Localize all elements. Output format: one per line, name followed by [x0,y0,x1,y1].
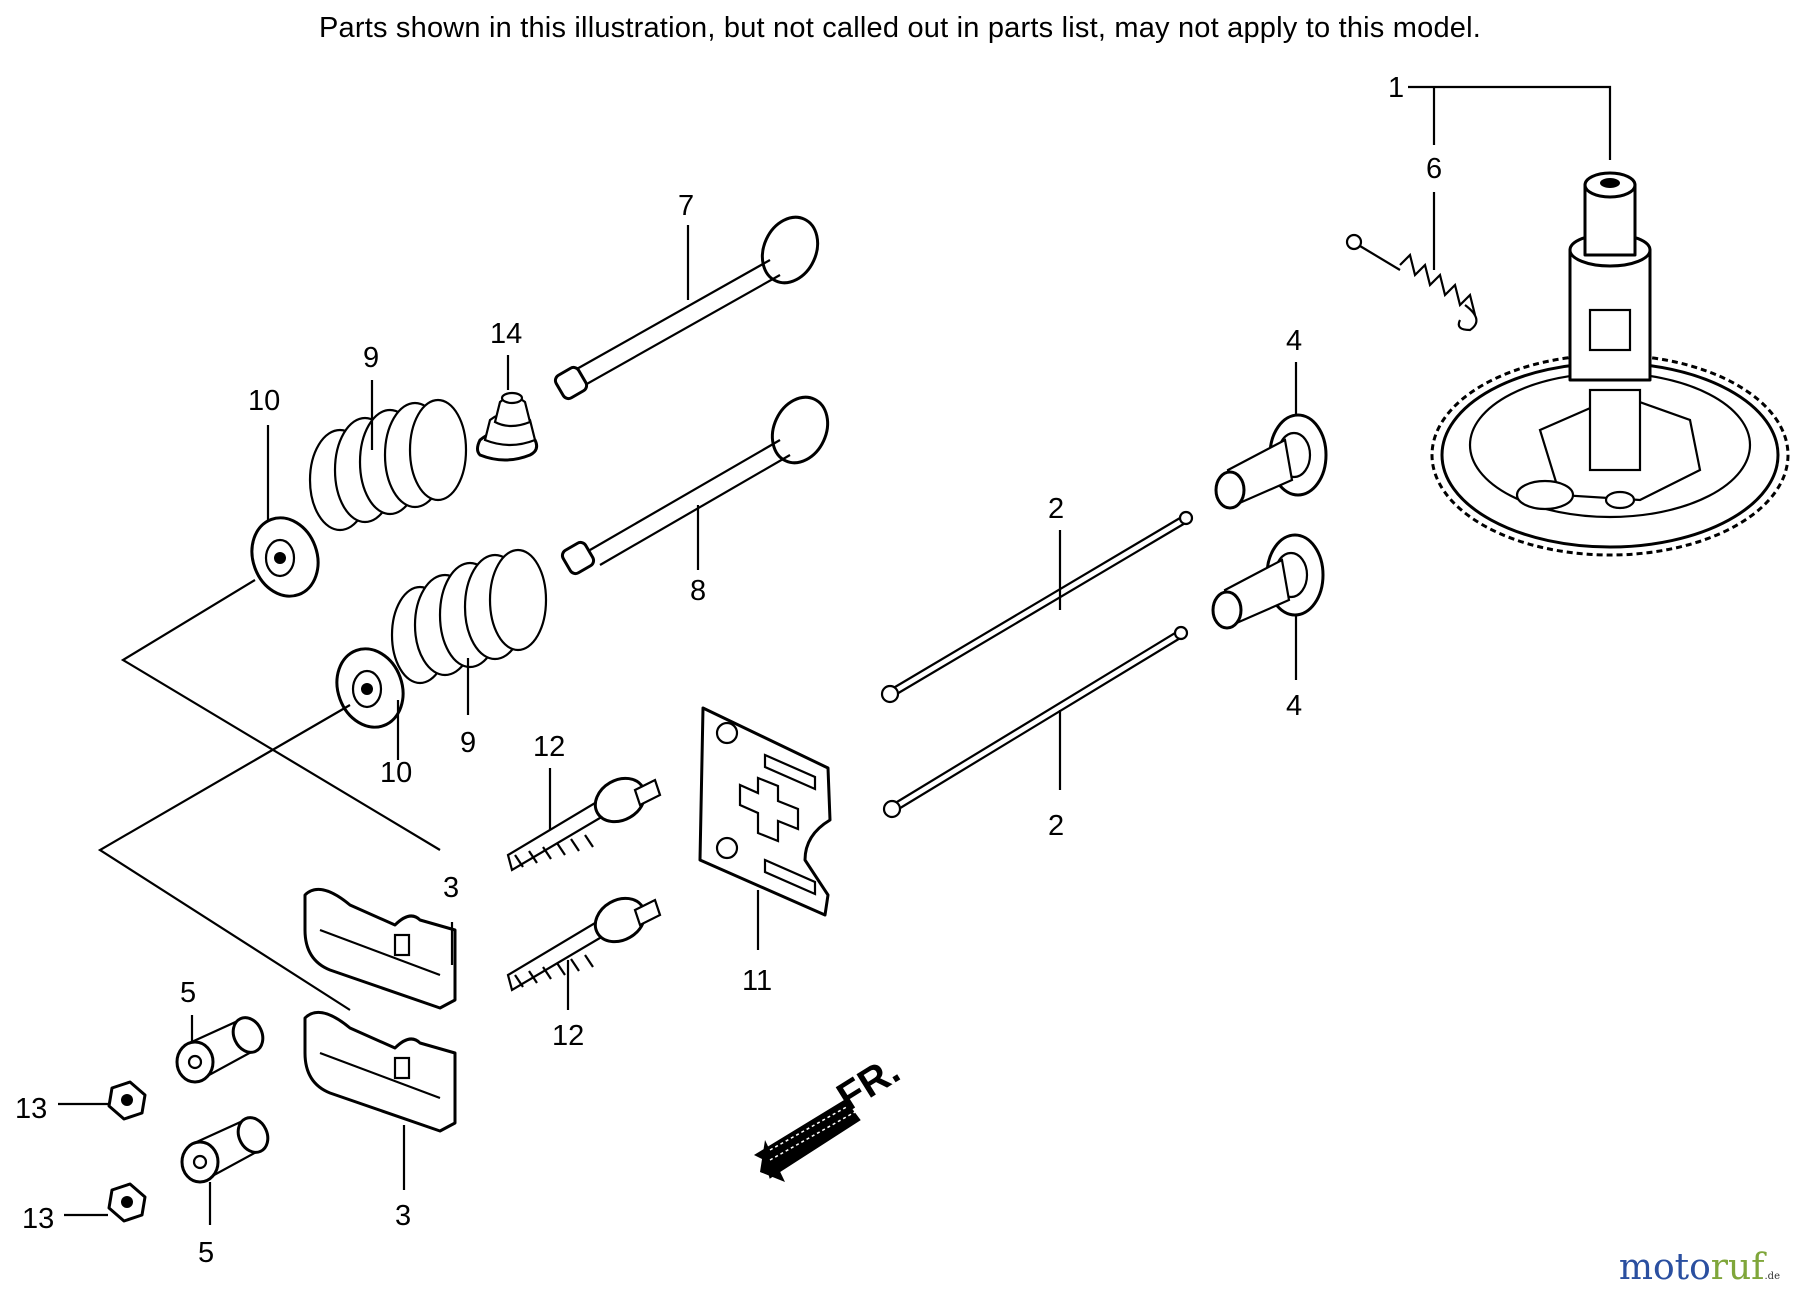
camshaft-gear [1430,171,1790,557]
guide-plate [698,706,832,917]
callout-3-lower: 3 [395,1200,411,1232]
valve-stem-seal [476,391,539,462]
push-rod-upper [880,510,1194,704]
parts-notice: Parts shown in this illustration, but no… [318,12,1482,44]
callout-7: 7 [678,190,694,222]
site-watermark: motoruf.de [1618,1247,1780,1288]
front-direction-arrow: FR. [753,1048,907,1182]
pivot-ball-upper [175,1016,265,1084]
callout-5-lower: 5 [198,1237,214,1269]
pivot-stud-lower [506,896,662,992]
callout-10-lower: 10 [380,757,412,789]
spring-retainer-upper [250,516,320,598]
valve-spring-lower [390,548,548,685]
callout-2-lower: 2 [1048,810,1064,842]
callout-13-lower: 13 [22,1203,54,1235]
callout-14: 14 [490,318,522,350]
callout-9-upper: 9 [363,342,379,374]
callout-12-upper: 12 [533,731,565,763]
tappet-lower [1211,533,1325,630]
tappet-upper [1214,413,1328,510]
governor-spring [1345,233,1478,332]
intake-valve [560,395,830,576]
callout-1: 1 [1388,72,1404,104]
rocker-arm-lower [303,1010,457,1133]
callout-5-upper: 5 [180,977,196,1009]
callout-4-lower: 4 [1286,690,1302,722]
spring-retainer-lower [335,647,405,729]
valve-spring-upper [308,398,468,532]
callout-3-upper: 3 [443,872,459,904]
lock-nut-upper [107,1080,147,1121]
pivot-stud-upper [506,776,662,872]
callout-4-upper: 4 [1286,325,1302,357]
callout-9-lower: 9 [460,727,476,759]
exhaust-valve [553,215,820,401]
callout-8: 8 [690,575,706,607]
callout-6: 6 [1426,153,1442,185]
callout-12-lower: 12 [552,1020,584,1052]
callout-11: 11 [742,965,772,997]
callout-2-upper: 2 [1048,493,1064,525]
callout-10-upper: 10 [248,385,280,417]
lock-nut-lower [107,1182,147,1223]
callout-13-upper: 13 [15,1093,47,1125]
rocker-arm-upper [303,887,457,1010]
pivot-ball-lower [180,1116,270,1184]
push-rod-lower [882,625,1189,819]
